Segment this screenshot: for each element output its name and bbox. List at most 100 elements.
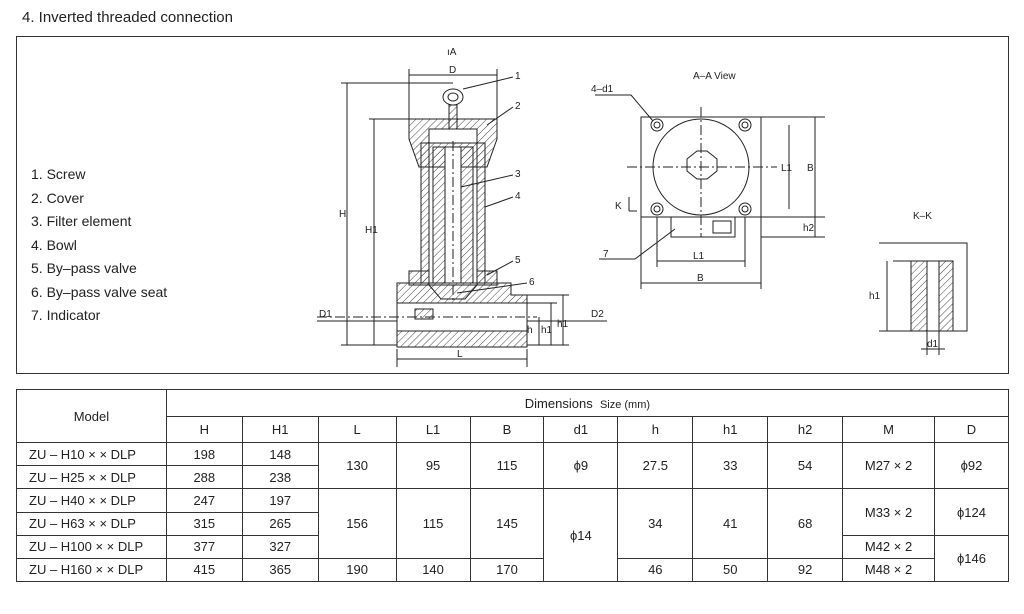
cell-L: 190 <box>317 557 397 583</box>
col-header-h1: h1 <box>692 416 769 444</box>
dim-label-H: H <box>339 209 346 220</box>
cell-H: 247 <box>165 488 243 513</box>
cell-H: 288 <box>165 465 243 490</box>
cell-L1: 140 <box>395 557 471 583</box>
part-item: 5. By–pass valve <box>31 260 137 276</box>
model-cell: ZU – H25 × × DLP <box>16 465 167 490</box>
cell-H1: 327 <box>241 534 319 559</box>
dim-label-D: D <box>449 65 456 76</box>
cell-h2: 92 <box>767 557 844 583</box>
table-row: ZU – H160 × × DLP 415 365 190 140 170 46… <box>16 557 1009 583</box>
model-cell: ZU – H63 × × DLP <box>16 511 167 536</box>
dim-label-D2: D2 <box>591 309 604 320</box>
cell-B: 170 <box>469 557 545 583</box>
cell-h: 27.5 <box>617 442 694 490</box>
part-item: 4. Bowl <box>31 236 77 253</box>
cell-h2: 68 <box>767 488 844 559</box>
part-item: 7. Indicator <box>31 307 101 323</box>
table-row: ZU – H25 × × DLP 288 238 <box>16 465 1009 490</box>
aa-view-label: A–A View <box>693 71 736 82</box>
model-cell: ZU – H10 × × DLP <box>16 442 167 467</box>
part-item: 3. Filter element <box>31 213 132 229</box>
col-header-H: H <box>165 416 243 444</box>
dimensions-table: Model Dimensions Size (mm) H H1 L L1 B d… <box>16 388 1010 583</box>
cell-D: ϕ124 <box>933 488 1010 536</box>
dim-label-h: h <box>527 325 533 336</box>
table-row: ZU – H63 × × DLP 315 265 <box>16 511 1009 536</box>
cell-M: M48 × 2 <box>842 557 935 583</box>
section-heading: 4. Inverted threaded connection <box>22 9 233 26</box>
cell-H1: 197 <box>241 488 319 513</box>
technical-drawing-panel: 1. Screw 2. Cover 3. Filter element 4. B… <box>16 36 1009 374</box>
dim-label-h1: h1 <box>541 325 553 336</box>
table-row: ZU – H10 × × DLP 198 148 130 95 115 ϕ9 2… <box>16 442 1010 490</box>
cell-d1: ϕ14 <box>543 488 619 582</box>
dim-label-h1-outer: h1 <box>557 319 569 330</box>
col-header-h: h <box>617 416 694 444</box>
cell-L: 156 <box>317 488 397 559</box>
cell-d1: ϕ9 <box>543 442 619 490</box>
cell-h1: 41 <box>692 488 769 559</box>
table-row: ZU – H40 × × DLP 247 197 156 115 145 ϕ14… <box>16 488 1010 582</box>
aa-view <box>595 94 825 289</box>
callout-7: 7 <box>603 249 609 260</box>
section-mark-label: ıA <box>447 47 457 58</box>
cell-H1: 148 <box>241 442 319 467</box>
dim-label-B-right: B <box>807 163 814 174</box>
col-header-D: D <box>933 416 1010 444</box>
dim-label-B-bottom: B <box>697 273 704 284</box>
col-header-H1: H1 <box>241 416 319 444</box>
model-cell: ZU – H160 × × DLP <box>16 557 167 583</box>
model-header: Model <box>16 388 167 444</box>
cell-h2: 54 <box>767 442 844 490</box>
cell-M: M42 × 2 <box>842 534 935 559</box>
callout-1: 1 <box>515 71 521 82</box>
cell-D: ϕ146 <box>933 534 1010 583</box>
col-header-d1: d1 <box>543 416 619 444</box>
kk-label: K–K <box>913 211 932 222</box>
callout-2: 2 <box>515 101 521 112</box>
cell-L1: 115 <box>395 488 471 559</box>
dim-label-H1: H1 <box>365 225 378 236</box>
model-cell: ZU – H100 × × DLP <box>16 534 167 559</box>
cell-h: 34 <box>617 488 694 559</box>
cell-H1: 365 <box>241 557 319 583</box>
table-row: ZU – H100 × × DLP 377 327 M42 × 2 ϕ146 <box>16 534 1010 583</box>
callout-6: 6 <box>529 277 535 288</box>
dim-label-D1: D1 <box>319 309 332 320</box>
dimensions-header-label: Dimensions <box>524 395 593 411</box>
dim-label-h1-kk: h1 <box>869 291 881 302</box>
dim-label-d1: d1 <box>927 339 939 350</box>
callout-5: 5 <box>515 255 521 266</box>
callout-4: 4 <box>515 191 521 202</box>
filter-drawing: ıA D H H1 L D1 D2 h h1 h1 1 2 3 4 5 6 A–… <box>317 47 968 367</box>
kk-detail <box>879 242 968 355</box>
cell-M: M27 × 2 <box>842 442 935 490</box>
col-header-M: M <box>842 416 935 444</box>
dim-label-L: L <box>457 349 463 360</box>
cell-L1: 95 <box>395 442 471 490</box>
cell-h1: 50 <box>692 557 769 583</box>
dim-label-h2: h2 <box>803 223 815 234</box>
cell-B: 145 <box>469 488 545 559</box>
col-header-B: B <box>469 416 545 444</box>
cell-h: 46 <box>617 557 694 583</box>
dimensions-header: Dimensions Size (mm) <box>165 388 1010 418</box>
col-header-L1: L1 <box>395 416 471 444</box>
col-header-h2: h2 <box>767 416 844 444</box>
dim-label-L1-bottom: L1 <box>693 251 705 262</box>
dim-label-L1-right: L1 <box>781 163 793 174</box>
cell-H: 377 <box>165 534 243 559</box>
callout-3: 3 <box>515 169 521 180</box>
col-header-L: L <box>317 416 397 444</box>
part-item: 6. By–pass valve seat <box>31 283 168 300</box>
parts-list: 1. Screw 2. Cover 3. Filter element 4. B… <box>31 163 167 328</box>
part-item: 1. Screw <box>31 166 86 182</box>
cell-H: 315 <box>165 511 243 536</box>
cell-H: 415 <box>165 557 243 583</box>
section-view <box>317 69 607 367</box>
cell-H1: 238 <box>241 465 319 490</box>
cell-h1: 33 <box>692 442 769 490</box>
k-mark-label: K <box>615 201 622 212</box>
cell-M: M33 × 2 <box>842 488 935 536</box>
